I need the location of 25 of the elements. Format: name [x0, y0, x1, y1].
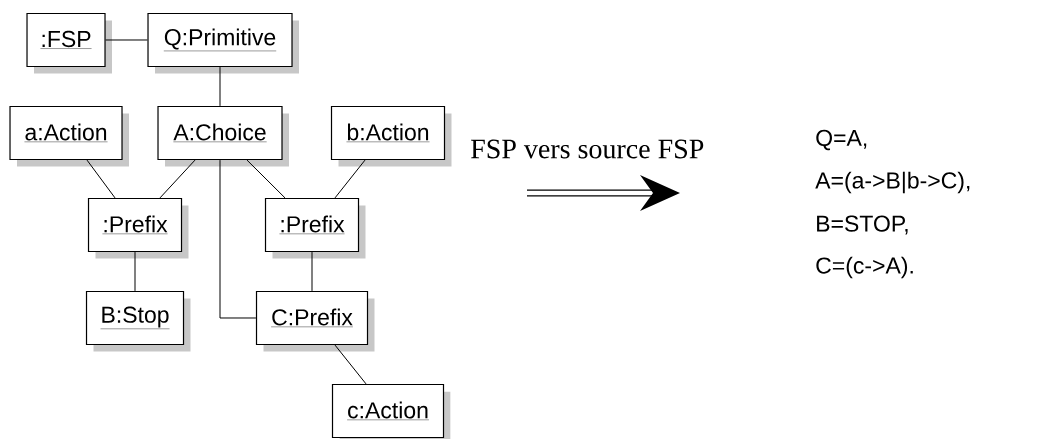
code-line: A=(a->B|b->C), — [815, 171, 970, 194]
arrow-label: FSP vers source FSP — [471, 139, 704, 159]
connector-line — [159, 159, 196, 199]
connector-line — [219, 66, 221, 107]
connector-line — [334, 159, 366, 199]
connector-line — [219, 159, 257, 319]
object-box: b:Action — [330, 105, 452, 167]
object-box: C:Prefix — [255, 290, 375, 352]
connector-line — [311, 251, 313, 292]
object-box: B:Stop — [85, 290, 191, 352]
connector-line — [246, 159, 286, 199]
code-line: C=(c->A). — [816, 256, 913, 279]
object-box: A:Choice — [157, 105, 289, 167]
object-box: :Prefix — [264, 197, 366, 259]
object-box: a:Action — [9, 105, 129, 167]
code-line: B=STOP, — [817, 215, 908, 235]
connector-line — [334, 344, 367, 385]
object-box: :Prefix — [87, 197, 189, 259]
object-box: Q:Primitive — [147, 12, 299, 74]
connector-line — [86, 159, 116, 199]
connector-line — [134, 251, 136, 292]
object-box: :FSP — [26, 12, 112, 74]
object-box: c:Action — [331, 383, 451, 439]
connector-line — [105, 39, 148, 41]
code-line: Q=A, — [816, 129, 867, 151]
